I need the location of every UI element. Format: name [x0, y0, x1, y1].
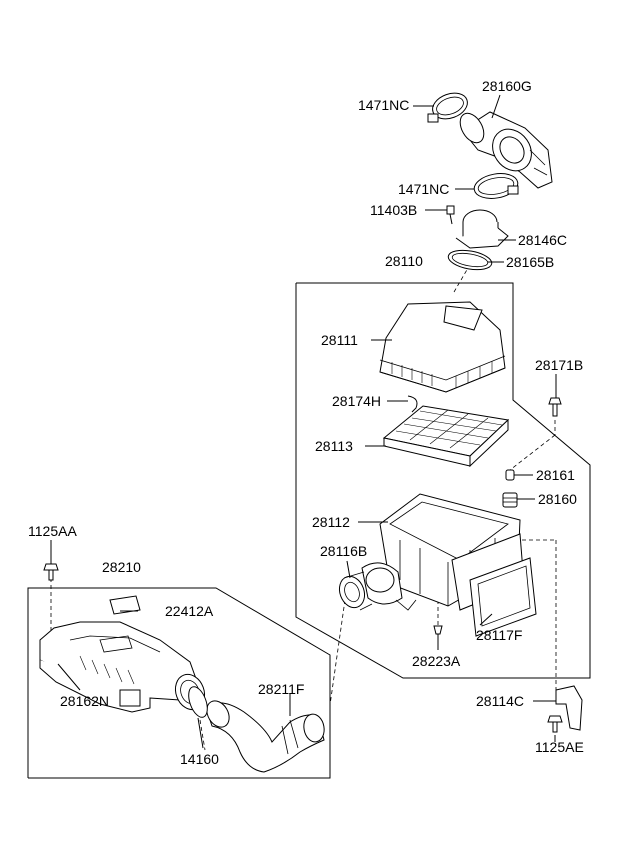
label-28174h: 28174H [332, 393, 381, 409]
air-cleaner-cover-28111 [379, 301, 506, 393]
air-filter-element-28113 [382, 405, 510, 468]
label-22412a: 22412A [165, 603, 214, 619]
hose-28211f [205, 700, 325, 773]
label-28160: 28160 [538, 491, 577, 507]
bolt-28171b [548, 397, 562, 417]
grommet-28160 [502, 492, 518, 508]
label-28114c: 28114C [476, 693, 524, 709]
label-28160g: 28160G [482, 78, 532, 94]
bolt-11403b [446, 205, 455, 225]
label-28165b: 28165B [506, 254, 554, 270]
label-11403b: 11403B [370, 202, 417, 218]
pin-28161 [505, 469, 515, 481]
label-1471nc-mid: 1471NC [398, 181, 449, 197]
group-box-28210 [27, 587, 331, 779]
air-flow-sensor-28160g [459, 111, 553, 189]
label-14160: 14160 [180, 751, 219, 767]
label-1471nc-top: 1471NC [358, 97, 409, 113]
part-labels: 1471NC 28160G 1471NC 11403B 28146C 28165… [28, 78, 584, 767]
gasket-28117f [469, 557, 537, 637]
gasket-28165b [447, 249, 493, 271]
clip-28174h [407, 395, 418, 413]
bolt-1125aa [43, 563, 59, 581]
clip-28223a [433, 625, 443, 635]
label-28112: 28112 [312, 514, 350, 530]
label-plate-22412a [99, 595, 141, 653]
label-1125ae: 1125AE [535, 739, 584, 755]
hose-clamp-1471nc-top [427, 92, 468, 123]
label-1125aa: 1125AA [28, 523, 77, 539]
air-cleaner-adapter-28146c [455, 209, 509, 249]
hose-clamp-1471nc-mid [473, 173, 519, 199]
label-28162n: 28162N [60, 693, 109, 709]
label-28210: 28210 [102, 559, 141, 575]
group-box-28110 [295, 282, 591, 679]
label-28110: 28110 [385, 253, 423, 269]
bracket-28114c [555, 685, 583, 731]
bolt-1125ae [547, 715, 563, 733]
label-28116b: 28116B [320, 543, 367, 559]
label-28113: 28113 [315, 438, 353, 454]
hose-28116b [338, 571, 373, 611]
intake-duct-28210 [39, 621, 206, 713]
hose-clamp-14160 [188, 686, 208, 718]
label-28211f: 28211F [258, 681, 304, 697]
label-28171b: 28171B [535, 357, 583, 373]
label-28161: 28161 [536, 467, 575, 483]
label-28223a: 28223A [412, 653, 461, 669]
label-28117f: 28117F [476, 627, 522, 643]
leader-lines [50, 94, 557, 749]
label-28111: 28111 [321, 332, 358, 348]
label-28146c: 28146C [518, 232, 567, 248]
